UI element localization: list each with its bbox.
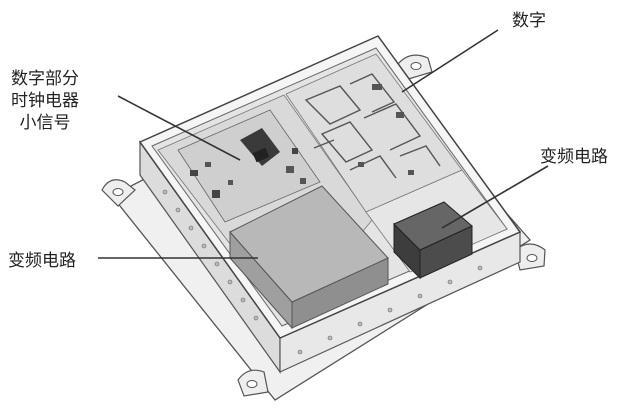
leader-lines: [98, 29, 549, 259]
freq-box-right-top: [393, 201, 473, 251]
leader-clock: [117, 95, 241, 161]
side-rivets: [162, 189, 483, 355]
freq-shield-left-top: [229, 185, 389, 303]
label-clock-line-3: 小信号: [19, 113, 71, 133]
label-clock-line-1: 数字部分: [11, 69, 79, 89]
leader-digital: [401, 29, 499, 93]
label-clock-line-2: 时钟电器: [11, 91, 79, 111]
label-clock-small-signal: 数字部分 时钟电器 小信号: [11, 68, 79, 134]
mounting-ear-top-left: [101, 179, 136, 207]
clock-components: [190, 128, 306, 198]
label-freq-conversion-left: 变频电路: [8, 251, 76, 271]
label-digital: 数字: [512, 11, 546, 31]
leader-freq-right: [441, 165, 549, 229]
mounting-ear-bottom: [237, 369, 269, 397]
mounting-ear-top-right: [397, 54, 433, 81]
label-freq-conversion-right: 变频电路: [540, 147, 608, 167]
digital-components: [358, 84, 414, 175]
